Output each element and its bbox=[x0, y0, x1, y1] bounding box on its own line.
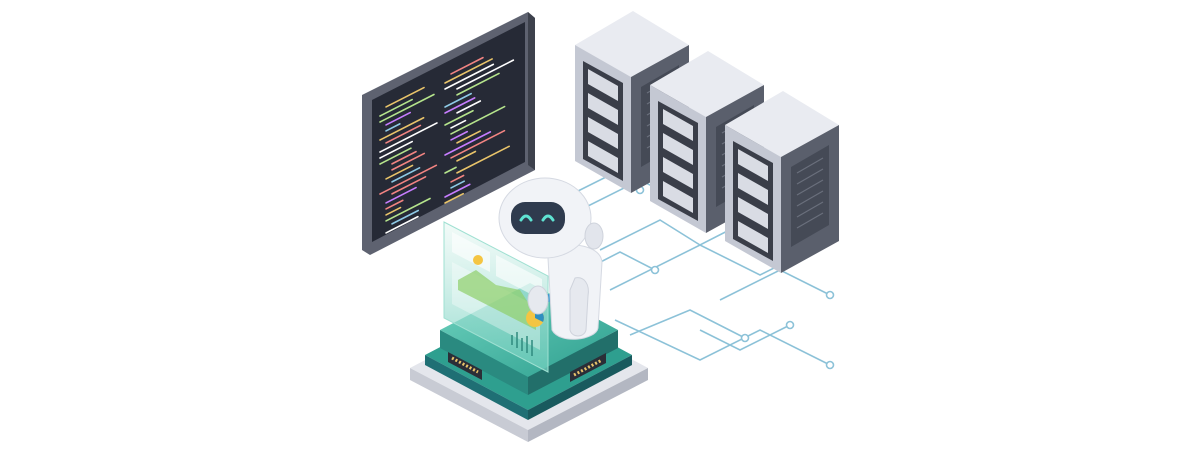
drive-bay bbox=[738, 173, 768, 205]
code-line bbox=[391, 167, 421, 183]
chip-connector-left bbox=[448, 352, 482, 380]
code-line bbox=[450, 129, 506, 159]
robot-ear bbox=[584, 222, 604, 250]
code-line bbox=[444, 92, 472, 108]
code-line bbox=[444, 183, 471, 198]
robot-eye-left bbox=[519, 214, 533, 222]
code-line bbox=[450, 119, 467, 129]
code-line bbox=[385, 206, 402, 216]
robot-eye-right bbox=[541, 214, 555, 222]
code-lines bbox=[379, 56, 515, 234]
drive-bay bbox=[663, 109, 693, 141]
code-line bbox=[385, 86, 425, 108]
drive-bay bbox=[663, 133, 693, 165]
robot bbox=[498, 177, 604, 340]
bar-chart-icon bbox=[511, 332, 533, 356]
code-line bbox=[444, 63, 495, 90]
code-line bbox=[379, 140, 414, 159]
drive-bay bbox=[738, 197, 768, 229]
code-line bbox=[456, 100, 482, 114]
code-line bbox=[391, 209, 420, 225]
drive-bay bbox=[588, 117, 618, 149]
code-line bbox=[385, 215, 419, 234]
code-line bbox=[385, 186, 417, 204]
code-line bbox=[385, 111, 412, 126]
code-line bbox=[450, 174, 465, 183]
code-line bbox=[385, 164, 414, 180]
code-line bbox=[444, 166, 457, 174]
code-line bbox=[379, 147, 412, 165]
code-line bbox=[379, 164, 438, 195]
server-racks bbox=[575, 11, 839, 273]
code-line bbox=[456, 145, 510, 174]
server-rack bbox=[725, 91, 839, 273]
robot-hand bbox=[527, 285, 549, 315]
code-line bbox=[379, 98, 413, 117]
code-line bbox=[444, 58, 493, 84]
drive-bay bbox=[738, 149, 768, 181]
code-line bbox=[385, 123, 401, 132]
code-line bbox=[444, 97, 476, 114]
code-line bbox=[444, 109, 474, 126]
code-line bbox=[450, 56, 484, 75]
code-line bbox=[391, 152, 426, 171]
gauge-icon bbox=[473, 255, 483, 265]
drive-bay bbox=[588, 69, 618, 101]
code-line bbox=[456, 130, 482, 144]
code-line bbox=[385, 199, 404, 210]
drive-bay bbox=[663, 157, 693, 189]
code-line bbox=[456, 72, 500, 96]
code-line bbox=[444, 131, 492, 156]
drive-bay bbox=[588, 141, 618, 173]
code-line bbox=[456, 59, 515, 90]
code-monitor bbox=[362, 12, 535, 255]
robot-arm bbox=[569, 277, 589, 337]
code-line bbox=[379, 93, 435, 123]
code-line bbox=[391, 150, 417, 165]
monitor-screen bbox=[372, 22, 525, 242]
code-line bbox=[456, 150, 477, 162]
drive-bay bbox=[588, 93, 618, 125]
code-line bbox=[450, 180, 466, 189]
code-line bbox=[385, 197, 431, 222]
robot-visor bbox=[511, 202, 565, 234]
code-line bbox=[379, 122, 438, 153]
code-line bbox=[450, 105, 506, 135]
code-line bbox=[385, 124, 422, 144]
chip-connector-right bbox=[570, 353, 606, 382]
holographic-dashboard bbox=[443, 221, 552, 373]
code-line bbox=[444, 192, 465, 204]
code-line bbox=[450, 130, 469, 141]
code-line bbox=[379, 116, 425, 141]
drive-bay bbox=[663, 181, 693, 213]
code-line bbox=[391, 175, 427, 195]
drive-bay bbox=[738, 221, 768, 253]
